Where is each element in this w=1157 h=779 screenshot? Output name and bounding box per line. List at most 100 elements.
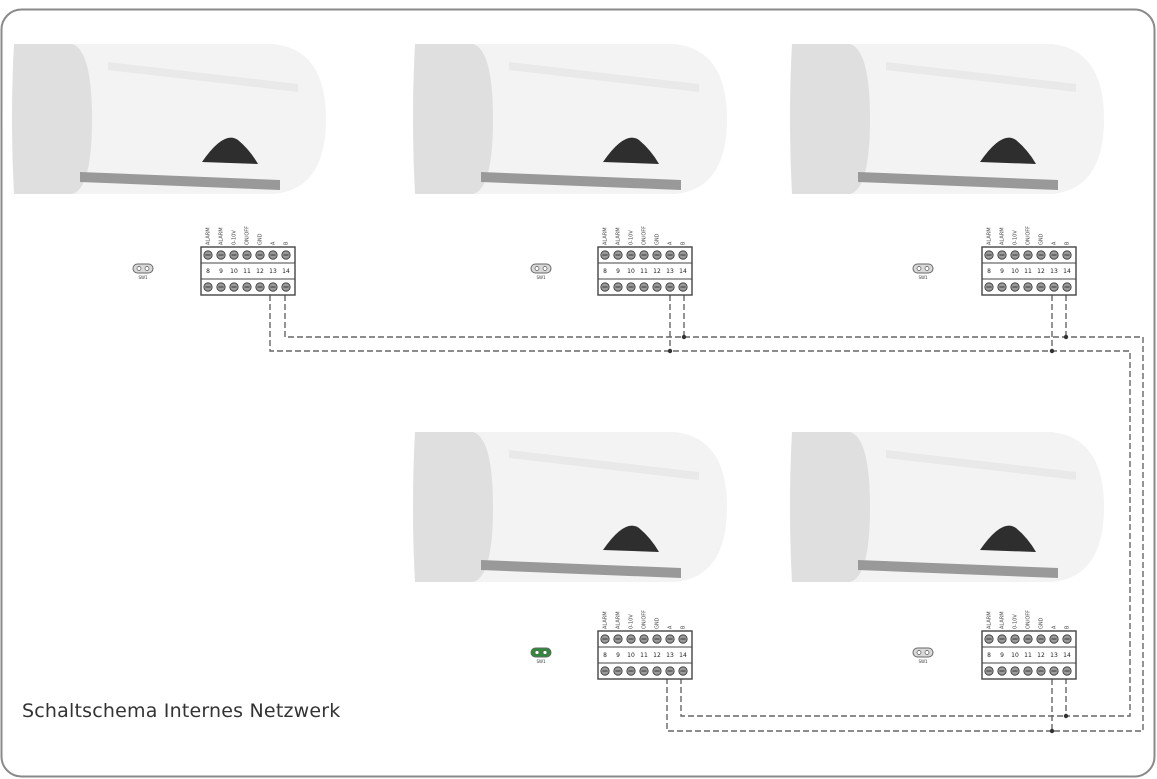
sw1-switch: SW1: [912, 647, 934, 664]
terminal-number: 12: [653, 268, 661, 275]
terminal-label: ALARM: [616, 611, 622, 629]
terminal-number: 8: [987, 268, 991, 275]
terminal-number: 10: [627, 652, 635, 659]
terminal-number: 9: [616, 652, 620, 659]
bus-wire: [680, 678, 1066, 717]
terminal-label: ON/OFF: [245, 226, 251, 245]
unit-louver: [80, 172, 280, 190]
terminal-label: ON/OFF: [1026, 610, 1032, 629]
terminal-label: GND: [1039, 233, 1045, 245]
unit-top-highlight: [108, 62, 298, 92]
unit-side-panel: [790, 44, 870, 194]
terminal-label: ON/OFF: [642, 610, 648, 629]
terminal-number: 10: [627, 268, 635, 275]
terminal-number: 9: [219, 268, 223, 275]
wire-junction: [1049, 728, 1055, 734]
terminal-number: 13: [1050, 268, 1058, 275]
terminal-label: ALARM: [987, 227, 993, 245]
terminal-number: 8: [206, 268, 210, 275]
sw1-label: SW1: [536, 659, 545, 664]
ac-unit-5: SW18ALARM9ALARM100-10V11ON/OFF12GND13A14…: [790, 432, 1104, 680]
terminal-number: 14: [1063, 268, 1071, 275]
terminal-number: 13: [666, 268, 674, 275]
terminal-number: 14: [679, 652, 687, 659]
terminal-label: GND: [1039, 617, 1045, 629]
diagram-caption: Schaltschema Internes Netzwerk: [22, 700, 341, 722]
terminal-number: 8: [603, 652, 607, 659]
unit-side-panel: [12, 44, 92, 194]
terminal-label: B: [681, 241, 687, 245]
terminal-number: 13: [1050, 652, 1058, 659]
terminal-label: ON/OFF: [642, 226, 648, 245]
terminal-number: 8: [987, 652, 991, 659]
terminal-number: 10: [1011, 268, 1019, 275]
terminal-number: 8: [603, 268, 607, 275]
terminal-label: ALARM: [1000, 227, 1006, 245]
terminal-number: 11: [640, 268, 648, 275]
unit-louver: [858, 172, 1058, 190]
terminal-label: 0-10V: [629, 614, 635, 629]
terminal-number: 14: [282, 268, 290, 275]
terminal-label: ALARM: [987, 611, 993, 629]
sw1-label: SW1: [918, 659, 927, 664]
ac-unit-4: SW1 8 ALARM 9 ALARM 10 0-10V 11 ON/OFF 12 GND 13 A 14…: [413, 432, 727, 680]
bus-wire: [269, 295, 1131, 717]
wire-junction: [1063, 334, 1069, 340]
terminal-label: GND: [258, 233, 264, 245]
terminal-label: A: [1052, 241, 1058, 245]
wire-junction: [681, 334, 687, 340]
terminal-label: ALARM: [616, 227, 622, 245]
terminal-label: A: [271, 241, 277, 245]
sw1-switch: SW1: [912, 263, 934, 280]
terminal-label: GND: [655, 617, 661, 629]
sw1-switch: SW1: [132, 263, 154, 280]
ac-unit-1: SW18ALARM9ALARM100-10V11ON/OFF12GND13A14…: [12, 44, 326, 296]
unit-top-highlight: [886, 450, 1076, 480]
terminal-number: 12: [1037, 268, 1045, 275]
unit-airflow-icon: [202, 137, 258, 164]
terminal-label: B: [284, 241, 290, 245]
terminal-label: B: [1065, 625, 1071, 629]
frame-border: [0, 8, 1156, 778]
terminal-number: 11: [1024, 652, 1032, 659]
terminal-number: 13: [269, 268, 277, 275]
terminal-number: 11: [640, 652, 648, 659]
terminal-number: 11: [243, 268, 251, 275]
terminal-label: ALARM: [219, 227, 225, 245]
terminal-label: A: [668, 241, 674, 245]
terminal-number: 10: [230, 268, 238, 275]
terminal-number: 10: [1011, 652, 1019, 659]
sw1-switch: SW1: [530, 647, 552, 664]
unit-louver: [481, 560, 681, 578]
terminal-label: A: [1052, 625, 1058, 629]
unit-top-highlight: [886, 62, 1076, 92]
sw1-label: SW1: [138, 275, 147, 280]
terminal-number: 13: [666, 652, 674, 659]
ac-unit-3: SW18ALARM9ALARM100-10V11ON/OFF12GND13A14…: [790, 44, 1104, 296]
unit-airflow-icon: [603, 525, 659, 552]
terminal-label: B: [681, 625, 687, 629]
terminal-number: 14: [679, 268, 687, 275]
ac-units: SW18ALARM9ALARM100-10V11ON/OFF12GND13A14…: [12, 44, 1104, 680]
terminal-label: A: [668, 625, 674, 629]
terminal-label: 0-10V: [1013, 614, 1019, 629]
terminal-number: 9: [1000, 652, 1004, 659]
terminal-label: ALARM: [603, 611, 609, 629]
bus-wires: [269, 295, 1144, 734]
unit-airflow-icon: [603, 137, 659, 164]
terminal-number: 12: [653, 652, 661, 659]
terminal-number: 9: [616, 268, 620, 275]
wire-junction: [1049, 348, 1055, 354]
unit-louver: [858, 560, 1058, 578]
wire-junction: [667, 348, 673, 354]
sw1-label: SW1: [536, 275, 545, 280]
terminal-number: 14: [1063, 652, 1071, 659]
terminal-label: ALARM: [603, 227, 609, 245]
terminal-label: ALARM: [1000, 611, 1006, 629]
sw1-switch: SW1: [530, 263, 552, 280]
